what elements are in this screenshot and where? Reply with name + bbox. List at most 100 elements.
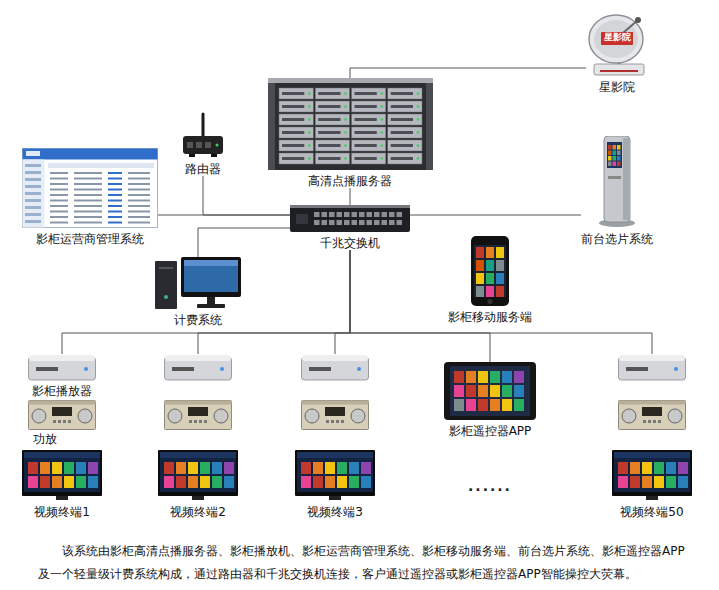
shape-part xyxy=(514,399,524,411)
shape-part xyxy=(224,476,234,488)
shape-part xyxy=(344,118,347,121)
shape-part xyxy=(74,205,102,207)
player-icon xyxy=(618,354,686,381)
shape-part xyxy=(314,220,320,225)
node-label: 影柜遥控器APP xyxy=(449,424,532,438)
shape-part xyxy=(25,178,41,181)
shape-part xyxy=(23,149,158,228)
shape-part xyxy=(25,185,41,188)
shape-part xyxy=(200,476,210,488)
connector-line xyxy=(203,176,290,215)
shape-part xyxy=(307,118,310,121)
node-label: 视频终端50 xyxy=(607,505,697,519)
connector-line xyxy=(335,250,350,354)
shape-part xyxy=(331,420,334,423)
shape-part xyxy=(390,131,412,134)
shape-part xyxy=(50,189,68,191)
shape-part xyxy=(165,401,232,405)
shape-part xyxy=(88,476,98,488)
shape-part xyxy=(349,476,359,488)
shape-part xyxy=(397,212,403,217)
shape-part xyxy=(380,105,383,108)
shape-part xyxy=(108,183,122,185)
node-label: 高清点播服务器 xyxy=(308,174,392,188)
shape-part xyxy=(297,452,373,458)
shape-part xyxy=(608,162,612,167)
shape-part xyxy=(380,144,383,147)
shape-part xyxy=(382,220,388,225)
ellipsis-label: ...... xyxy=(468,478,512,494)
shape-part xyxy=(64,462,74,474)
node-label: 视频终端2 xyxy=(153,505,243,519)
shape-part xyxy=(74,189,102,191)
shape-part xyxy=(589,15,643,63)
connector-line xyxy=(198,228,290,257)
shape-part xyxy=(168,409,182,423)
shape-part xyxy=(351,127,385,138)
shape-part xyxy=(466,399,476,411)
shape-part xyxy=(23,149,158,160)
shape-part xyxy=(200,462,210,474)
shape-part xyxy=(354,131,376,134)
shape-part xyxy=(315,101,349,112)
shape-part xyxy=(486,247,494,258)
shape-part xyxy=(416,144,419,147)
shape-part xyxy=(496,260,504,271)
node-label: 前台选片系统 xyxy=(581,232,653,246)
shape-part xyxy=(416,92,419,95)
shape-part xyxy=(471,236,509,306)
shape-part xyxy=(307,92,310,95)
shape-part xyxy=(337,476,347,488)
shape-part xyxy=(658,420,661,423)
shape-part xyxy=(387,88,421,99)
shape-part xyxy=(301,476,311,488)
shape-part xyxy=(329,212,335,217)
shape-part xyxy=(279,101,313,112)
shape-part xyxy=(416,131,419,134)
shape-part xyxy=(307,131,310,134)
shape-part xyxy=(476,247,484,258)
shape-part xyxy=(50,194,68,196)
shape-part xyxy=(108,189,122,191)
shape-part xyxy=(189,420,192,423)
satellite-node: 星影院 xyxy=(586,14,648,94)
shape-part xyxy=(183,136,223,154)
shape-part xyxy=(318,131,340,134)
shape-part xyxy=(314,212,320,217)
shape-part xyxy=(601,32,633,45)
shape-part xyxy=(646,496,658,500)
shape-part xyxy=(74,178,102,180)
shape-part xyxy=(74,222,102,224)
shape-part xyxy=(354,157,376,160)
amp-icon xyxy=(301,400,369,430)
shape-part xyxy=(23,160,45,228)
shape-part xyxy=(653,420,656,423)
shape-part xyxy=(212,462,222,474)
shape-part xyxy=(361,476,371,488)
shape-part xyxy=(397,220,403,225)
shape-part xyxy=(390,157,412,160)
shape-part xyxy=(128,189,150,191)
shape-part xyxy=(666,462,676,474)
shape-part xyxy=(25,192,41,195)
shape-part xyxy=(282,131,304,134)
shape-part xyxy=(50,216,68,218)
shape-part xyxy=(359,220,365,225)
shape-part xyxy=(486,260,494,271)
shape-part xyxy=(309,367,331,371)
shape-part xyxy=(630,476,640,488)
amp-icon xyxy=(164,400,232,430)
shape-part xyxy=(490,399,500,411)
shape-part xyxy=(128,222,150,224)
shape-part xyxy=(361,462,371,474)
amp-icon xyxy=(618,400,686,430)
shape-part xyxy=(128,200,150,202)
shape-part xyxy=(416,118,419,121)
shape-part xyxy=(128,172,150,174)
shape-part xyxy=(305,409,319,423)
shape-part xyxy=(613,162,617,167)
node-label: 视频终端1 xyxy=(17,505,107,519)
shape-part xyxy=(302,355,368,361)
